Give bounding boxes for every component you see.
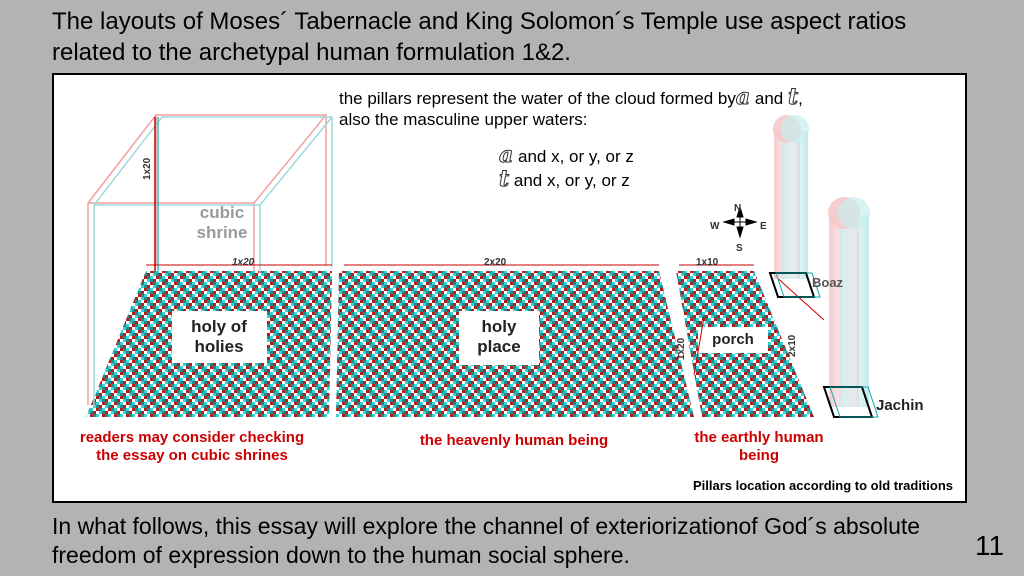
glyph-t-icon: t: [498, 166, 510, 192]
pillar-jachin-column: [822, 197, 879, 418]
page-number: 11: [975, 530, 1005, 561]
dim-shrine-height: 1x20: [142, 157, 153, 180]
pillar-boaz-column: [768, 115, 821, 298]
note-line4: and x, or y, or z: [509, 171, 630, 190]
jachin-label: Jachin: [876, 397, 924, 414]
note-and: and: [750, 89, 788, 108]
glyph-a-icon: a: [735, 84, 751, 110]
temple-diagram: [86, 114, 879, 418]
caption-left: readers may consider checking the essay …: [79, 429, 305, 464]
glyph-a-icon: a: [498, 142, 514, 168]
shrine-label: cubic shrine: [196, 203, 248, 242]
glyph-t-icon: t: [787, 84, 799, 110]
note-comma: ,: [798, 89, 803, 108]
diagram-panel: the pillars represent the water of the c…: [52, 73, 967, 503]
compass-rose: [722, 205, 758, 239]
caption-right: the earthly human being: [694, 429, 824, 464]
compass-e: E: [760, 221, 767, 232]
slide-footer: In what follows, this essay will explore…: [52, 513, 921, 568]
dim-place: 2x20: [484, 257, 507, 268]
compass-w: W: [710, 221, 720, 232]
porch-label: porch: [712, 331, 754, 348]
note-line1: the pillars represent the water of the c…: [339, 89, 736, 108]
slide-title: The layouts of Moses´ Tabernacle and Kin…: [52, 8, 907, 66]
note-line3: and x, or y, or z: [513, 147, 634, 166]
cubic-shrine-wireframe: [87, 114, 333, 407]
dim-porch-side1: 1x20: [676, 337, 687, 360]
boaz-label: Boaz: [812, 275, 844, 290]
compass-s: S: [736, 243, 743, 254]
dim-porch: 1x10: [696, 257, 719, 268]
holies-label: holy of holies: [191, 317, 247, 356]
dim-porch-side2: 2x10: [787, 334, 798, 357]
compass-n: N: [734, 203, 742, 214]
caption-middle: the heavenly human being: [419, 432, 609, 449]
place-label: holy place: [477, 317, 521, 356]
credit-note: Pillars location according to old tradit…: [692, 478, 953, 493]
note-line2: also the masculine upper waters:: [339, 110, 588, 129]
dim-holies: 1x20: [232, 257, 255, 268]
pillars-note: the pillars represent the water of the c…: [339, 84, 803, 191]
